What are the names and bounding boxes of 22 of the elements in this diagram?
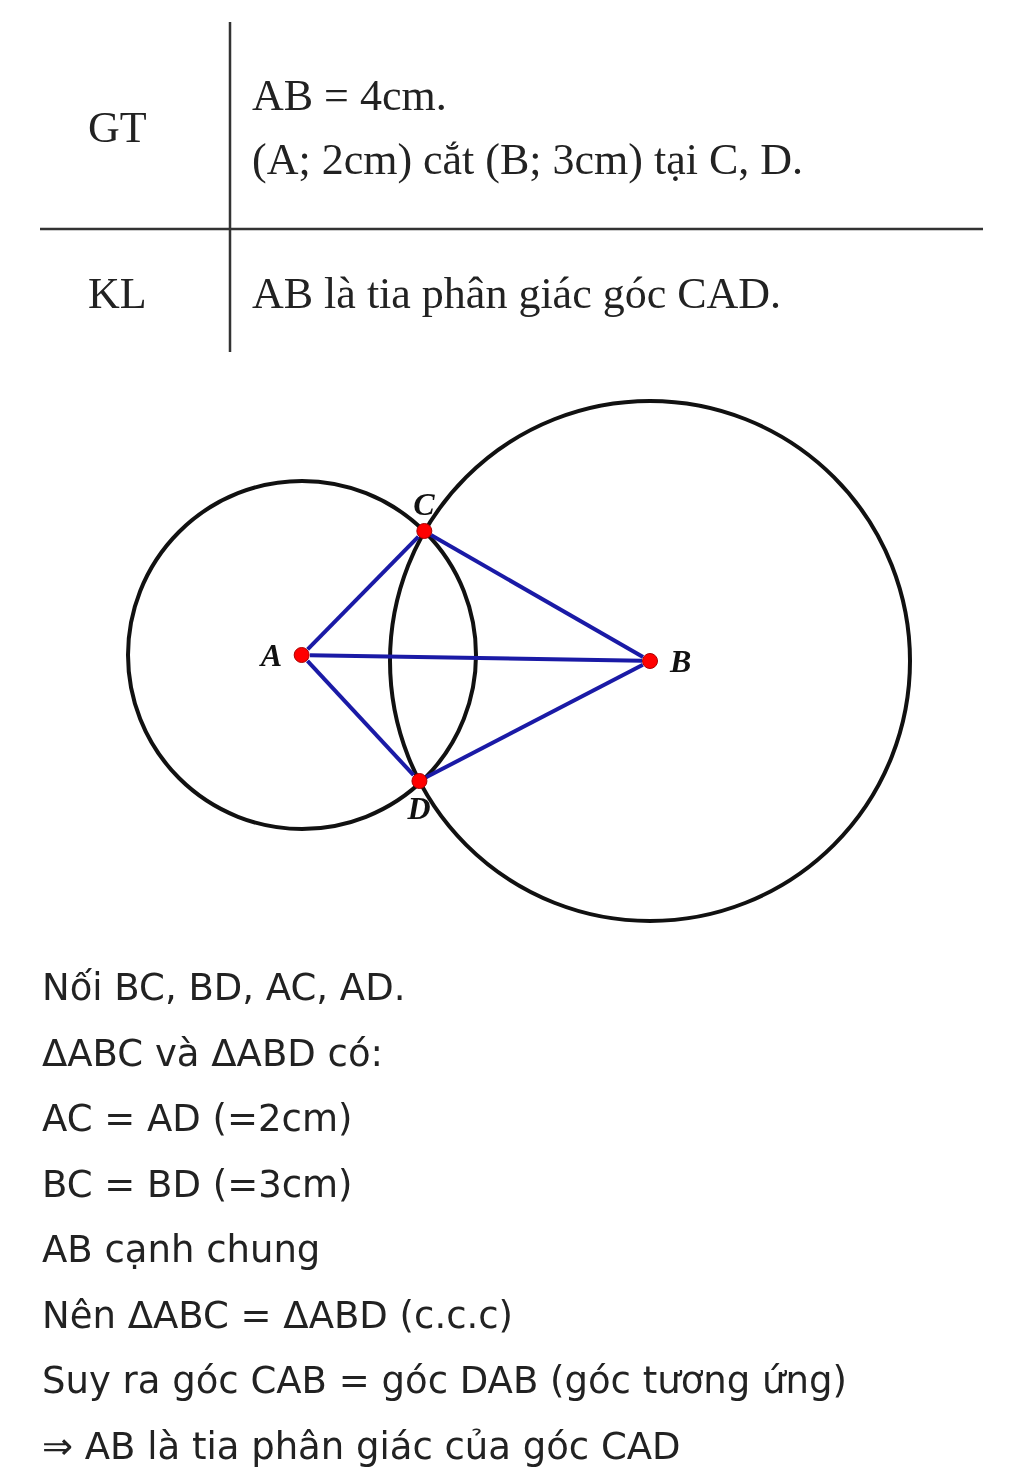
table-cell: AB = 4cm. (252, 70, 447, 122)
proof-line: AC = AD (=2cm) (42, 1097, 353, 1141)
table-cell: AB là tia phân giác góc CAD. (252, 268, 782, 320)
proof-line: Nên ΔABC = ΔABD (c.c.c) (42, 1293, 514, 1338)
proof-line: ΔABC và ΔABD có: (42, 1031, 383, 1076)
proof-line: AB cạnh chung (42, 1228, 321, 1272)
proof-line: Nối BC, BD, AC, AD. (42, 966, 406, 1010)
line-segment (309, 653, 643, 663)
table-cell: (A; 2cm) cắt (B; 3cm) tại C, D. (252, 134, 804, 186)
proof-line: ⇒ AB là tia phân giác của góc CAD (42, 1424, 681, 1469)
point-label: C (413, 487, 435, 521)
point-label: A (260, 638, 282, 672)
line-segment (306, 535, 420, 651)
line-segment (305, 659, 416, 777)
point-label: B (670, 644, 692, 678)
table-cell: KL (88, 268, 147, 320)
line-segment (425, 662, 644, 780)
point-label: D (407, 791, 431, 825)
line-segment (429, 533, 645, 659)
proof-line: Suy ra góc CAB = góc DAB (góc tương ứng) (42, 1359, 847, 1403)
proof-line: BC = BD (=3cm) (42, 1162, 353, 1207)
table-cell: GT (88, 102, 147, 154)
